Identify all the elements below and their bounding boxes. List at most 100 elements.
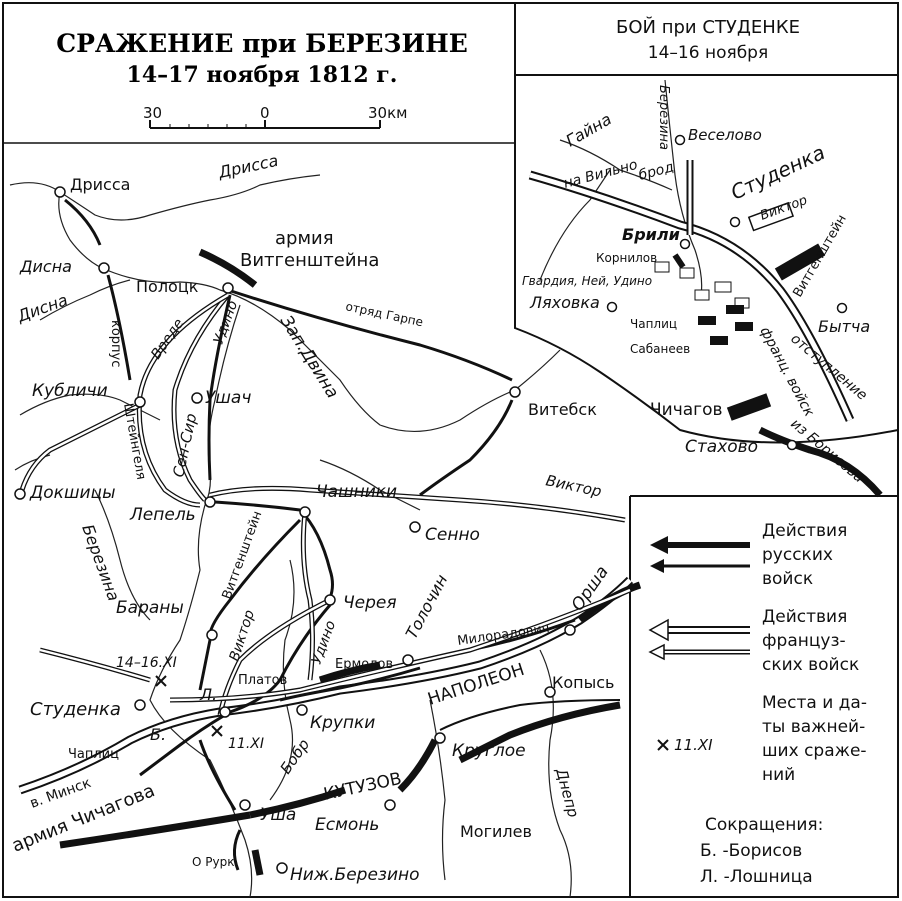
- label-senno: Сенно: [425, 525, 480, 545]
- legend-french-3: ских войск: [762, 655, 859, 675]
- inset-label-stakhovo: Стахово: [685, 437, 758, 457]
- label-dnepr: Днепр: [552, 765, 583, 819]
- label-army-vitgenshtein-2: Витгенштейна: [240, 250, 379, 271]
- battle-date-11: 11.XI: [228, 736, 264, 752]
- label-tolochin: Толочин: [402, 571, 452, 642]
- legend-french-2: француз-: [762, 631, 846, 651]
- label-bobr: Бобр: [277, 736, 314, 778]
- scale-bar: 30 0 30км: [143, 104, 407, 129]
- label-esmon: Есмонь: [315, 815, 379, 835]
- label-lepel: Лепель: [129, 505, 196, 525]
- inset-label-brod: брод: [637, 159, 676, 184]
- label-korpus: корпус: [108, 320, 123, 367]
- inset-label-sabaneev: Сабанеев: [630, 342, 690, 356]
- inset-label-berezina: Березина: [656, 85, 671, 150]
- label-udino1: Удино: [211, 299, 241, 347]
- label-drissa-town: Дрисса: [70, 175, 130, 194]
- legend: Действия русских войск Действия француз-…: [648, 521, 867, 887]
- label-barany: Бараны: [116, 598, 184, 618]
- scale-center: 0: [260, 104, 270, 122]
- label-chashniki: Чашники: [316, 482, 397, 502]
- legend-abbr-b: Б. -Борисов: [700, 841, 802, 861]
- label-studenka: Студенка: [30, 699, 121, 720]
- battle-markers: 14–16.XI 11.XI: [116, 655, 264, 752]
- label-army-vitgenshtein-1: армия: [275, 228, 334, 249]
- legend-russian-1: Действия: [762, 521, 847, 541]
- label-b: Б.: [150, 725, 166, 744]
- french-movements: [19, 292, 631, 716]
- inset-label-studenka: Студенка: [727, 140, 829, 204]
- inset-town-markers: [606, 134, 848, 451]
- inset-labels: Гайна Березина Веселово брод Студенка на…: [522, 85, 870, 486]
- label-chaplits: Чаплиц: [68, 747, 119, 762]
- legend-battles-2: ты важней-: [762, 717, 865, 737]
- inset-label-iz-borisova: из Борисова: [787, 416, 866, 486]
- legend-battles-1: Места и да-: [762, 693, 867, 713]
- label-l: Л.: [199, 685, 217, 704]
- label-kublichi: Кубличи: [32, 381, 108, 401]
- label-mogilev: Могилев: [460, 822, 532, 841]
- label-viktor2: Виктор: [227, 608, 259, 663]
- label-otryad-garpe: отряд Гарпе: [344, 299, 424, 329]
- inset-label-veselovo: Веселово: [688, 126, 762, 144]
- label-berezina-river: Березина: [78, 522, 123, 604]
- label-nizh-berezino: Ниж.Березино: [290, 865, 420, 885]
- legend-abbr-l: Л. -Лошница: [700, 867, 813, 887]
- label-cherea: Черея: [343, 593, 397, 613]
- label-ermolov: Ермолов: [335, 657, 393, 672]
- legend-battle-sample: 11.XI: [674, 736, 713, 754]
- legend-russian-3: войск: [762, 569, 813, 589]
- label-vitebsk: Витебск: [528, 400, 597, 419]
- scale-left: 30: [143, 104, 162, 122]
- label-vrede: Вреде: [148, 316, 187, 362]
- inset-rivers: [539, 79, 703, 301]
- label-polotsk: Полоцк: [136, 277, 199, 296]
- inset-label-brili: Брили: [622, 225, 680, 244]
- inset-label-na-vilno: на Вильно: [562, 157, 639, 192]
- label-disna-town: Дисна: [19, 257, 72, 276]
- legend-battles-3: ших сраже-: [762, 741, 867, 761]
- inset-subtitle: 14–16 ноября: [648, 43, 768, 63]
- label-platov: Платов: [238, 673, 287, 688]
- legend-battle-cross: [657, 739, 669, 751]
- inset-title: БОЙ при СТУДЕНКЕ: [616, 16, 800, 38]
- label-dokshitsy: Докшицы: [29, 483, 116, 503]
- label-krupki: Крупки: [310, 713, 375, 733]
- legend-russian-2: русских: [762, 545, 833, 565]
- inset-label-bytcha: Бытча: [818, 317, 870, 336]
- inset-label-chaplits: Чаплиц: [630, 317, 677, 331]
- inset-label-gvardia: Гвардия, Ней, Удино: [522, 274, 652, 288]
- roads: [18, 576, 634, 795]
- town-markers: [14, 186, 576, 874]
- label-usha: Уша: [260, 805, 296, 825]
- battle-cross-loshnitsa: [211, 725, 223, 737]
- battle-date-14-16: 14–16.XI: [116, 655, 177, 671]
- rivers: [9, 174, 572, 898]
- legend-french-sample: [648, 618, 750, 661]
- label-disna-river: Дисна: [14, 290, 70, 326]
- inset-label-chichagov: Чичагов: [650, 400, 723, 420]
- scale-right: 30км: [368, 104, 407, 122]
- inset-roads: [528, 160, 855, 422]
- label-ushach: Ушач: [205, 388, 251, 408]
- inset-label-kornilov: Корнилов: [596, 251, 657, 265]
- legend-battles-4: ний: [762, 765, 795, 785]
- legend-french-1: Действия: [762, 607, 847, 627]
- map-title: СРАЖЕНИЕ при БЕРЕЗИНЕ: [56, 29, 468, 58]
- label-kopys: Копысь: [552, 673, 614, 692]
- map-subtitle: 14–17 ноября 1812 г.: [127, 62, 398, 88]
- legend-abbr-title: Сокращения:: [705, 815, 823, 835]
- inset-units: [654, 201, 883, 498]
- legend-russian-sample: [650, 536, 750, 573]
- inset-label-lyakhovka: Ляховка: [529, 293, 600, 312]
- label-o-rurk: О Рурк: [192, 855, 234, 869]
- battle-cross-studenka: [155, 675, 167, 687]
- inset-frame: [514, 3, 899, 444]
- label-viktor1: Виктор: [544, 471, 603, 500]
- legend-frame: [629, 495, 898, 897]
- label-vitgenshtein: Витгенштейн: [220, 509, 266, 601]
- label-drissa-river: Дрисса: [216, 151, 280, 182]
